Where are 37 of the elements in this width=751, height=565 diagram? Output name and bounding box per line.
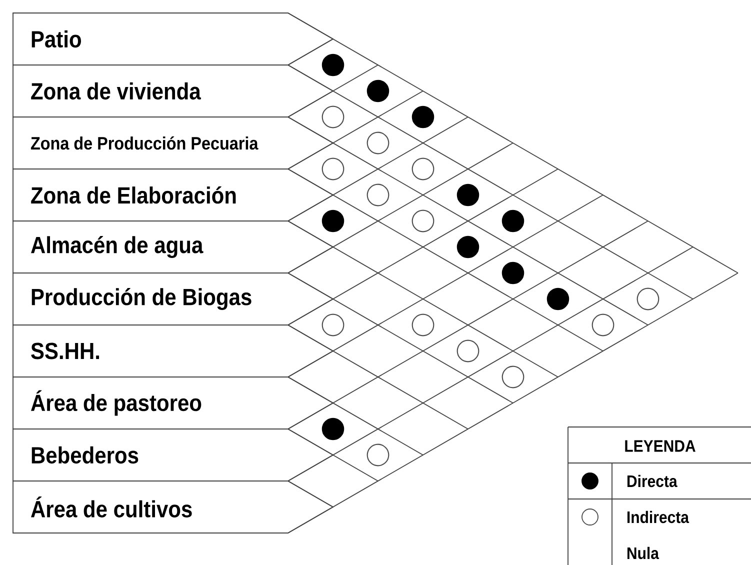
open-circle: [366, 184, 390, 206]
filled-dot: [546, 288, 570, 310]
open-circle: [322, 158, 344, 180]
filled-dot: [502, 210, 524, 232]
open-circle: [366, 132, 390, 154]
open-circle: [456, 340, 480, 362]
open-circle: [322, 314, 344, 336]
open-circle: [502, 366, 524, 388]
legend-text: Nula: [627, 546, 660, 560]
legend-text: Indirecta: [627, 510, 690, 524]
filled-dot: [502, 262, 524, 284]
legend-text: Directa: [627, 474, 678, 488]
open-circle: [366, 444, 390, 466]
label-cell: Bebederos: [12, 428, 334, 482]
label-cell: Producción de Biogas: [12, 272, 334, 326]
open-circle: [412, 158, 434, 180]
label-cell: Área de cultivos: [12, 480, 334, 534]
legend-title: LEYENDA: [625, 440, 696, 452]
filled-dot: [322, 210, 344, 232]
filled-dot: [322, 54, 344, 76]
label-cell: SS.HH.: [12, 324, 334, 378]
filled-dot: [366, 80, 390, 102]
filled-dot: [322, 418, 344, 440]
label-cell: Almacén de agua: [12, 220, 334, 274]
open-circle: [592, 314, 614, 336]
label-cell: Área de pastoreo: [12, 376, 334, 430]
label-cell: Zona de vivienda: [12, 64, 334, 118]
label-cell: Patio: [12, 12, 334, 66]
filled-dot: [412, 106, 434, 128]
label-cell: Zona de Producción Pecuaria: [12, 116, 334, 170]
filled-dot: [456, 236, 480, 258]
open-circle: [322, 106, 344, 128]
open-circle: [636, 288, 660, 310]
filled-dot: [456, 184, 480, 206]
open-circle: [412, 314, 434, 336]
open-circle: [412, 210, 434, 232]
label-cell: Zona de Elaboración: [12, 168, 334, 222]
